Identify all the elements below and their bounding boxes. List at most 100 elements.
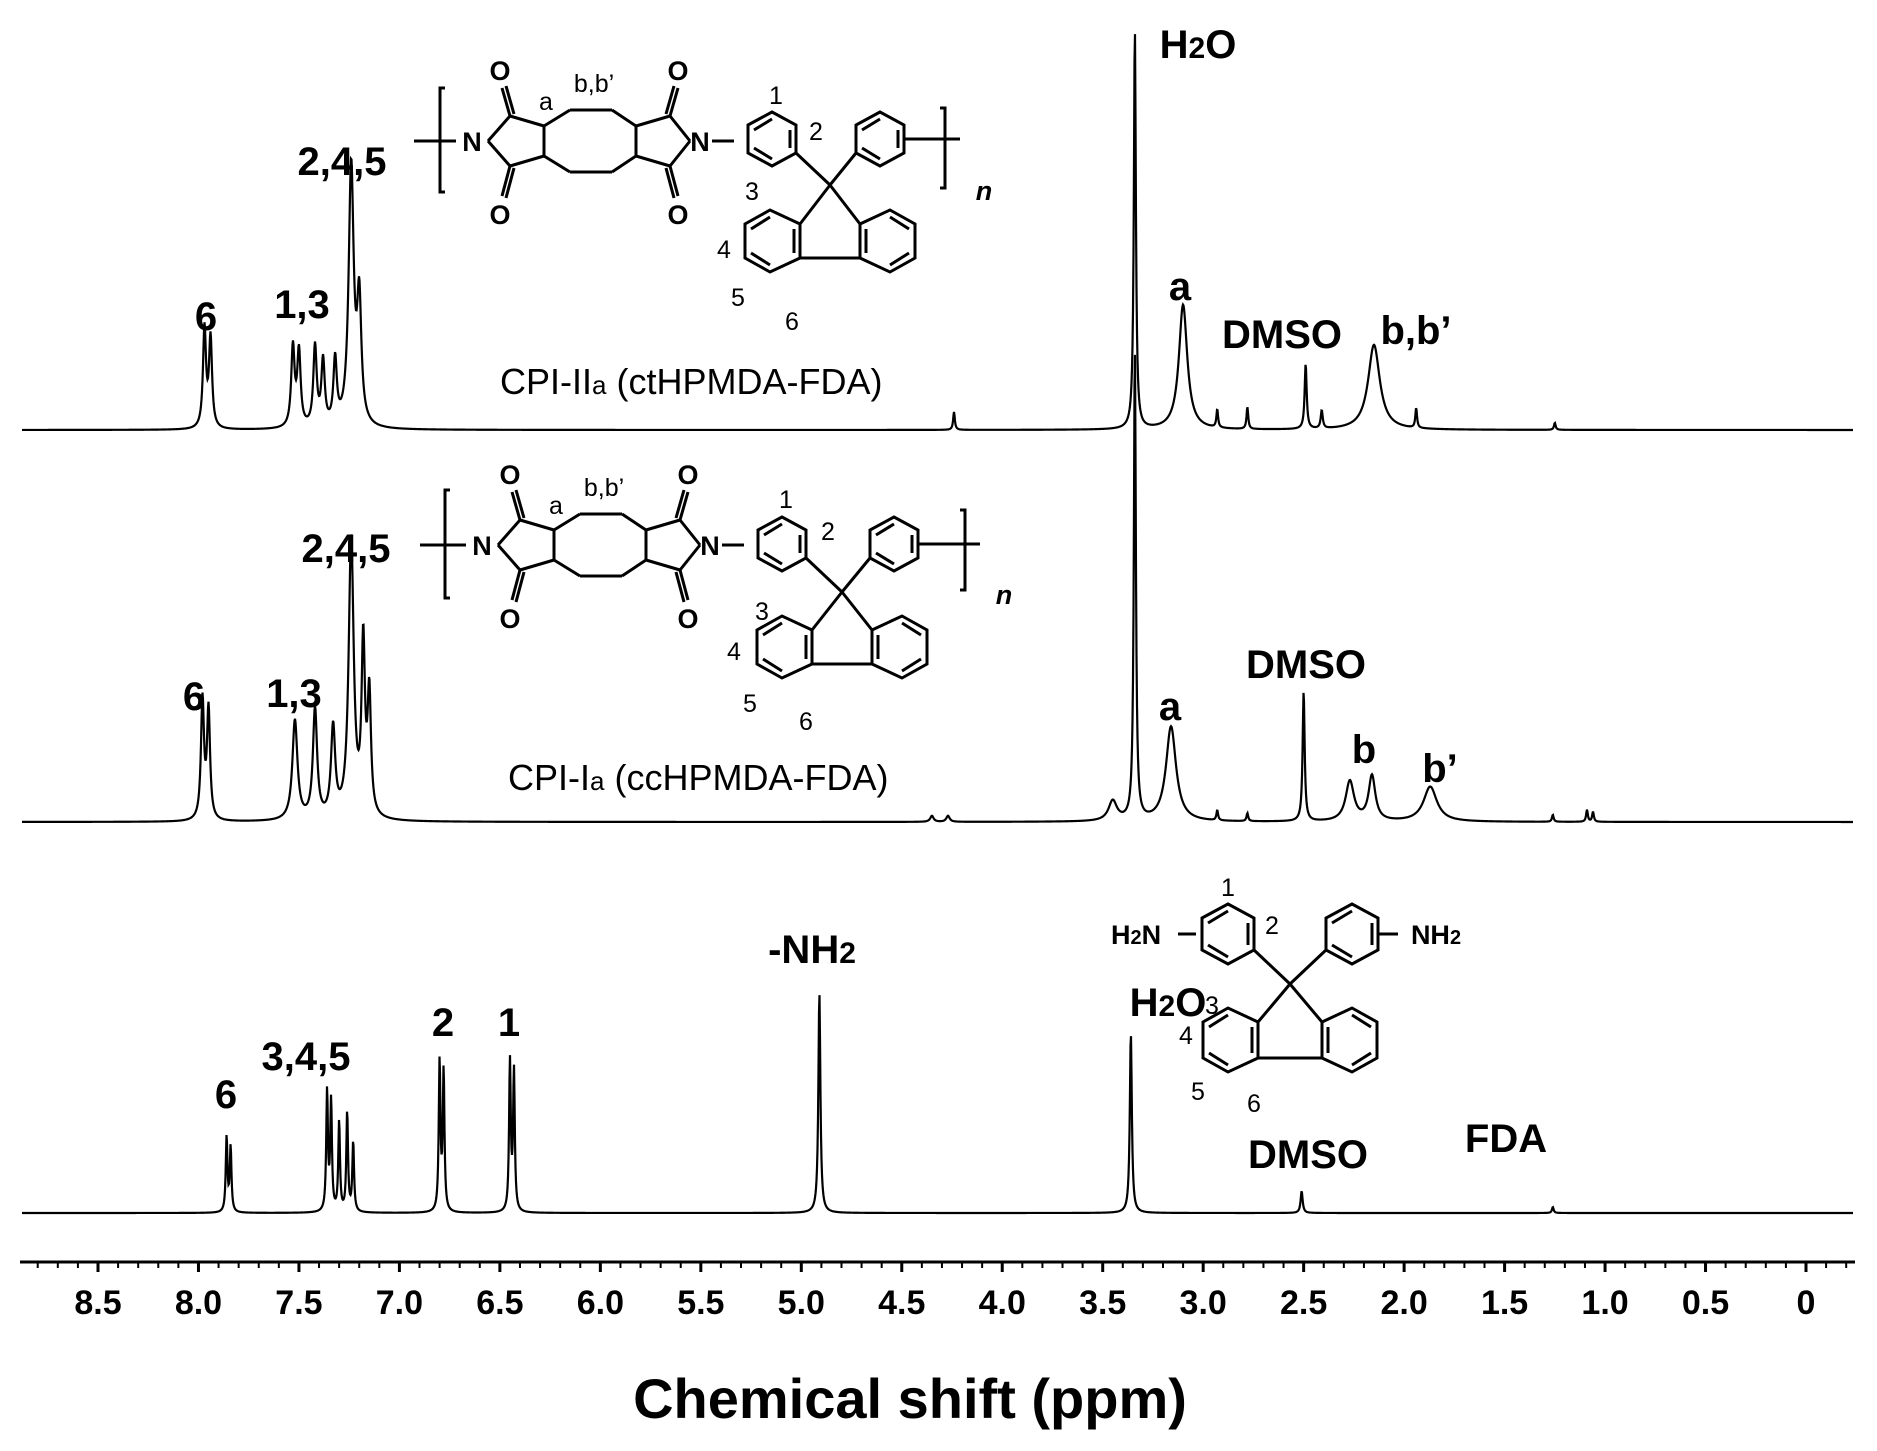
- atom-h2n-fda: H2N: [1111, 920, 1161, 950]
- pos-fda-3: 3: [1205, 992, 1219, 1020]
- pos-mid-2: 2: [821, 518, 835, 546]
- pos-top-2: 2: [809, 118, 823, 146]
- x-tick-label: 8.0: [175, 1284, 222, 1322]
- atom-n-top-1: N: [462, 127, 482, 157]
- x-tick-label: 5.0: [778, 1284, 825, 1322]
- peak-label-top-bb: b,b’: [1380, 309, 1451, 353]
- h2o-top-sub: 2: [1189, 32, 1206, 65]
- atom-o-mid-2: O: [499, 604, 520, 634]
- x-tick-label: 7.5: [275, 1284, 322, 1322]
- x-tick-label: 5.5: [677, 1284, 724, 1322]
- nh2-sub: 2: [839, 937, 856, 970]
- nh2-fda-sub: 2: [1450, 927, 1461, 949]
- pos-top-bb: b,b’: [574, 70, 614, 98]
- atom-o-mid-1: O: [499, 460, 520, 490]
- spectrum-line-3: [22, 995, 1853, 1215]
- sample-name-cpi-iia: CPI-IIa (ctHPMDA-FDA): [500, 361, 882, 402]
- structure-cpi-iia: [414, 85, 960, 274]
- spectrum-line-2: [22, 354, 1853, 824]
- peak-label-top-a: a: [1169, 265, 1192, 309]
- cpi2-suffix: (ctHPMDA-FDA): [606, 361, 882, 402]
- cpi2-prefix: CPI-II: [500, 361, 592, 402]
- x-tick-label: 3.0: [1180, 1284, 1227, 1322]
- structure-cpi-ia: [420, 488, 980, 680]
- peak-label-top-2-4-5: 2,4,5: [298, 140, 387, 184]
- pos-mid-1: 1: [779, 486, 793, 514]
- nh2-fda-nh: NH: [1411, 920, 1450, 950]
- atom-o-top-2: O: [489, 200, 510, 230]
- pos-mid-6: 6: [799, 708, 813, 736]
- peak-label-mid-a: a: [1159, 685, 1182, 729]
- cpi2-sub: a: [592, 370, 607, 400]
- x-axis-title: Chemical shift (ppm): [633, 1367, 1187, 1430]
- x-tick-label: 1.0: [1581, 1284, 1628, 1322]
- x-tick-label: 6.0: [577, 1284, 624, 1322]
- pos-top-4: 4: [717, 236, 731, 264]
- atom-n-mid-2: N: [700, 531, 720, 561]
- peak-label-bot-nh2: -NH2: [768, 928, 856, 972]
- pos-fda-1: 1: [1221, 874, 1235, 902]
- spectrum-line-1: [22, 34, 1853, 432]
- pos-top-6: 6: [785, 308, 799, 336]
- atom-o-top-1: O: [489, 56, 510, 86]
- structure-fda: [1178, 902, 1398, 1074]
- x-tick-label: 2.5: [1280, 1284, 1327, 1322]
- x-tick-label: 0.5: [1682, 1284, 1729, 1322]
- repeat-n-top: n: [976, 176, 993, 206]
- pos-fda-5: 5: [1191, 1078, 1205, 1106]
- h2n-n: N: [1142, 920, 1162, 950]
- atom-o-mid-4: O: [677, 604, 698, 634]
- h2n-sub: 2: [1130, 927, 1141, 949]
- x-tick-label: 4.5: [878, 1284, 925, 1322]
- cpi1-prefix: CPI-I: [508, 757, 590, 798]
- pos-fda-4: 4: [1179, 1022, 1193, 1050]
- spectra-group: [22, 34, 1853, 1215]
- h2o-bot-h: H: [1130, 981, 1159, 1025]
- peak-label-bot-1: 1: [498, 1001, 520, 1045]
- h2o-bot-o: O: [1175, 981, 1206, 1025]
- atom-o-top-4: O: [667, 200, 688, 230]
- pos-top-5: 5: [731, 284, 745, 312]
- sample-name-cpi-ia: CPI-Ia (ccHPMDA-FDA): [508, 757, 888, 798]
- x-tick-label: 0: [1797, 1284, 1816, 1322]
- atom-o-top-3: O: [667, 56, 688, 86]
- compound-label-fda: FDA: [1465, 1117, 1547, 1161]
- cpi1-suffix: (ccHPMDA-FDA): [604, 757, 888, 798]
- nh2-prefix: -NH: [768, 928, 839, 972]
- pos-top-a: a: [539, 88, 553, 116]
- peak-label-mid-1-3: 1,3: [266, 672, 322, 716]
- pos-fda-6: 6: [1247, 1090, 1261, 1118]
- atom-n-mid-1: N: [472, 531, 492, 561]
- x-tick-label: 7.0: [376, 1284, 423, 1322]
- repeat-n-mid: n: [996, 580, 1013, 610]
- peak-label-h2o-bot: H2O: [1130, 981, 1207, 1025]
- h2o-bot-sub: 2: [1159, 990, 1176, 1023]
- peak-label-top-1-3: 1,3: [274, 283, 330, 327]
- x-tick-label: 3.5: [1079, 1284, 1126, 1322]
- peak-label-mid-dmso: DMSO: [1246, 643, 1366, 687]
- x-tick-label: 8.5: [74, 1284, 121, 1322]
- pos-mid-3: 3: [755, 598, 769, 626]
- peak-label-h2o-top: H2O: [1160, 23, 1237, 67]
- pos-mid-bb: b,b’: [584, 474, 624, 502]
- x-tick-label: 4.0: [979, 1284, 1026, 1322]
- peak-label-bot-dmso: DMSO: [1248, 1133, 1368, 1177]
- pos-mid-a: a: [549, 492, 563, 520]
- h2o-top-o: O: [1205, 23, 1236, 67]
- peak-label-mid-6: 6: [183, 675, 205, 719]
- pos-top-3: 3: [745, 178, 759, 206]
- peak-label-mid-2-4-5: 2,4,5: [302, 527, 391, 571]
- atom-o-mid-3: O: [677, 460, 698, 490]
- pos-fda-2: 2: [1265, 912, 1279, 940]
- peak-label-bot-3-4-5: 3,4,5: [262, 1035, 351, 1079]
- x-tick-label: 1.5: [1481, 1284, 1528, 1322]
- peak-label-bot-6: 6: [215, 1073, 237, 1117]
- peak-label-bot-2: 2: [432, 1001, 454, 1045]
- pos-mid-4: 4: [727, 638, 741, 666]
- pos-mid-5: 5: [743, 690, 757, 718]
- peak-label-top-dmso: DMSO: [1222, 313, 1342, 357]
- x-tick-label: 6.5: [476, 1284, 523, 1322]
- peak-label-top-6: 6: [195, 295, 217, 339]
